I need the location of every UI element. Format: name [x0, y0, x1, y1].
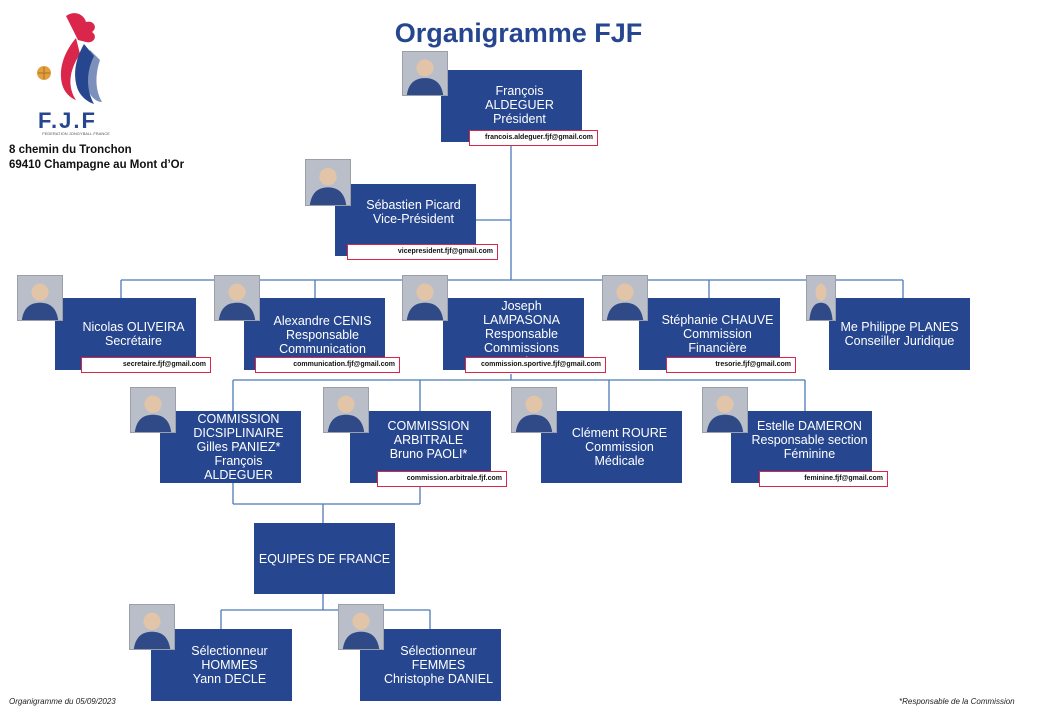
node-line: Nicolas OLIVEIRA [82, 320, 185, 334]
address-line2: 69410 Champagne au Mont d’Or [9, 159, 185, 171]
page-title: Organigramme FJF [394, 18, 643, 48]
photo-vice-president [305, 159, 351, 206]
person-icon [603, 276, 647, 320]
photo-sportives [402, 275, 448, 321]
node-line: FEMMES [411, 658, 466, 672]
node-line: Gilles PANIEZ* [196, 440, 281, 454]
email-arbitrale[interactable]: commission.arbitrale.fjf.com [377, 471, 507, 487]
node-line: ARBITRALE [393, 433, 464, 447]
node-line: Sélectionneur [400, 644, 477, 658]
node-line: François ALDEGUER [204, 454, 273, 482]
node-line: Président [493, 112, 546, 126]
node-line: Christophe DANIEL [383, 672, 494, 686]
logo-subtext: FEDERATION JONGYBALL FRANCE [42, 131, 110, 136]
node-line: Féminine [783, 447, 836, 461]
node-line: Commission Médicale [585, 440, 654, 468]
node-line: Communication [279, 342, 366, 356]
node-line: COMMISSION [197, 412, 280, 426]
email-secretaire[interactable]: secretaire.fjf@gmail.com [81, 357, 211, 373]
photo-medicale [511, 387, 557, 433]
person-icon [339, 605, 383, 649]
node-line: Vice-Président [372, 212, 455, 226]
person-icon [130, 605, 174, 649]
person-icon [512, 388, 556, 432]
fjf-logo: F.J.F FEDERATION JONGYBALL FRANCE [28, 10, 118, 140]
node-line: Secrétaire [105, 334, 162, 348]
email-communication[interactable]: communication.fjf@gmail.com [255, 357, 400, 373]
person-icon [18, 276, 62, 320]
photo-femmes [338, 604, 384, 650]
node-line: Estelle DAMERON [757, 419, 862, 433]
photo-arbitrale [323, 387, 369, 433]
email-sportives[interactable]: commission.sportive.fjf@gmail.com [465, 357, 606, 373]
node-line: HOMMES [201, 658, 258, 672]
person-icon [131, 388, 175, 432]
address-line1: 8 chemin du Tronchon [9, 144, 132, 156]
footer-date: Organigramme du 05/09/2023 [9, 697, 116, 706]
rooster-icon [37, 13, 102, 104]
photo-disciplinaire [130, 387, 176, 433]
address: 8 chemin du Tronchon 69410 Champagne au … [9, 143, 184, 173]
node-line: Commission [683, 327, 752, 341]
node-line: Yann DECLE [192, 672, 267, 686]
email-financiere[interactable]: tresorie.fjf@gmail.com [666, 357, 796, 373]
node-line: Me Philippe PLANES [840, 320, 959, 334]
photo-juridique [806, 275, 836, 321]
node-line: Sélectionneur [191, 644, 268, 658]
logo-text: F.J.F [38, 108, 97, 133]
footer-note: *Responsable de la Commission [899, 697, 1015, 706]
node-line: DICSIPLINAIRE [193, 426, 284, 440]
node-line: Responsable [286, 328, 359, 342]
node-line: COMMISSION [387, 419, 470, 433]
node-equipes: EQUIPES DE FRANCE [254, 523, 395, 594]
node-line: Alexandre CENIS [273, 314, 372, 328]
photo-president [402, 51, 448, 96]
email-vice-president[interactable]: vicepresident.fjf@gmail.com [347, 244, 498, 260]
email-feminine[interactable]: feminine.fjf@gmail.com [759, 471, 888, 487]
node-line: Conseiller Juridique [844, 334, 955, 348]
node-line: Financière [688, 341, 747, 355]
person-icon [703, 388, 747, 432]
node-line: EQUIPES DE FRANCE [258, 551, 391, 566]
node-line: Joseph LAMPASONA [483, 299, 560, 327]
photo-communication [214, 275, 260, 321]
person-icon [324, 388, 368, 432]
node-line: François ALDEGUER [485, 84, 554, 112]
node-line: Responsable section [751, 433, 868, 447]
photo-secretaire [17, 275, 63, 321]
node-line: Sébastien Picard [366, 198, 461, 212]
node-line: Stéphanie CHAUVE [661, 313, 774, 327]
email-president[interactable]: francois.aldeguer.fjf@gmail.com [469, 130, 598, 146]
person-icon [807, 276, 835, 320]
node-line: Responsable [485, 327, 558, 341]
person-icon [215, 276, 259, 320]
photo-feminine [702, 387, 748, 433]
person-icon [306, 160, 350, 205]
person-icon [403, 52, 447, 95]
node-line: Bruno PAOLI* [389, 447, 468, 461]
photo-hommes [129, 604, 175, 650]
person-icon [403, 276, 447, 320]
photo-financiere [602, 275, 648, 321]
node-line: Commissions [483, 341, 559, 355]
node-line: Clément ROURE [571, 426, 668, 440]
